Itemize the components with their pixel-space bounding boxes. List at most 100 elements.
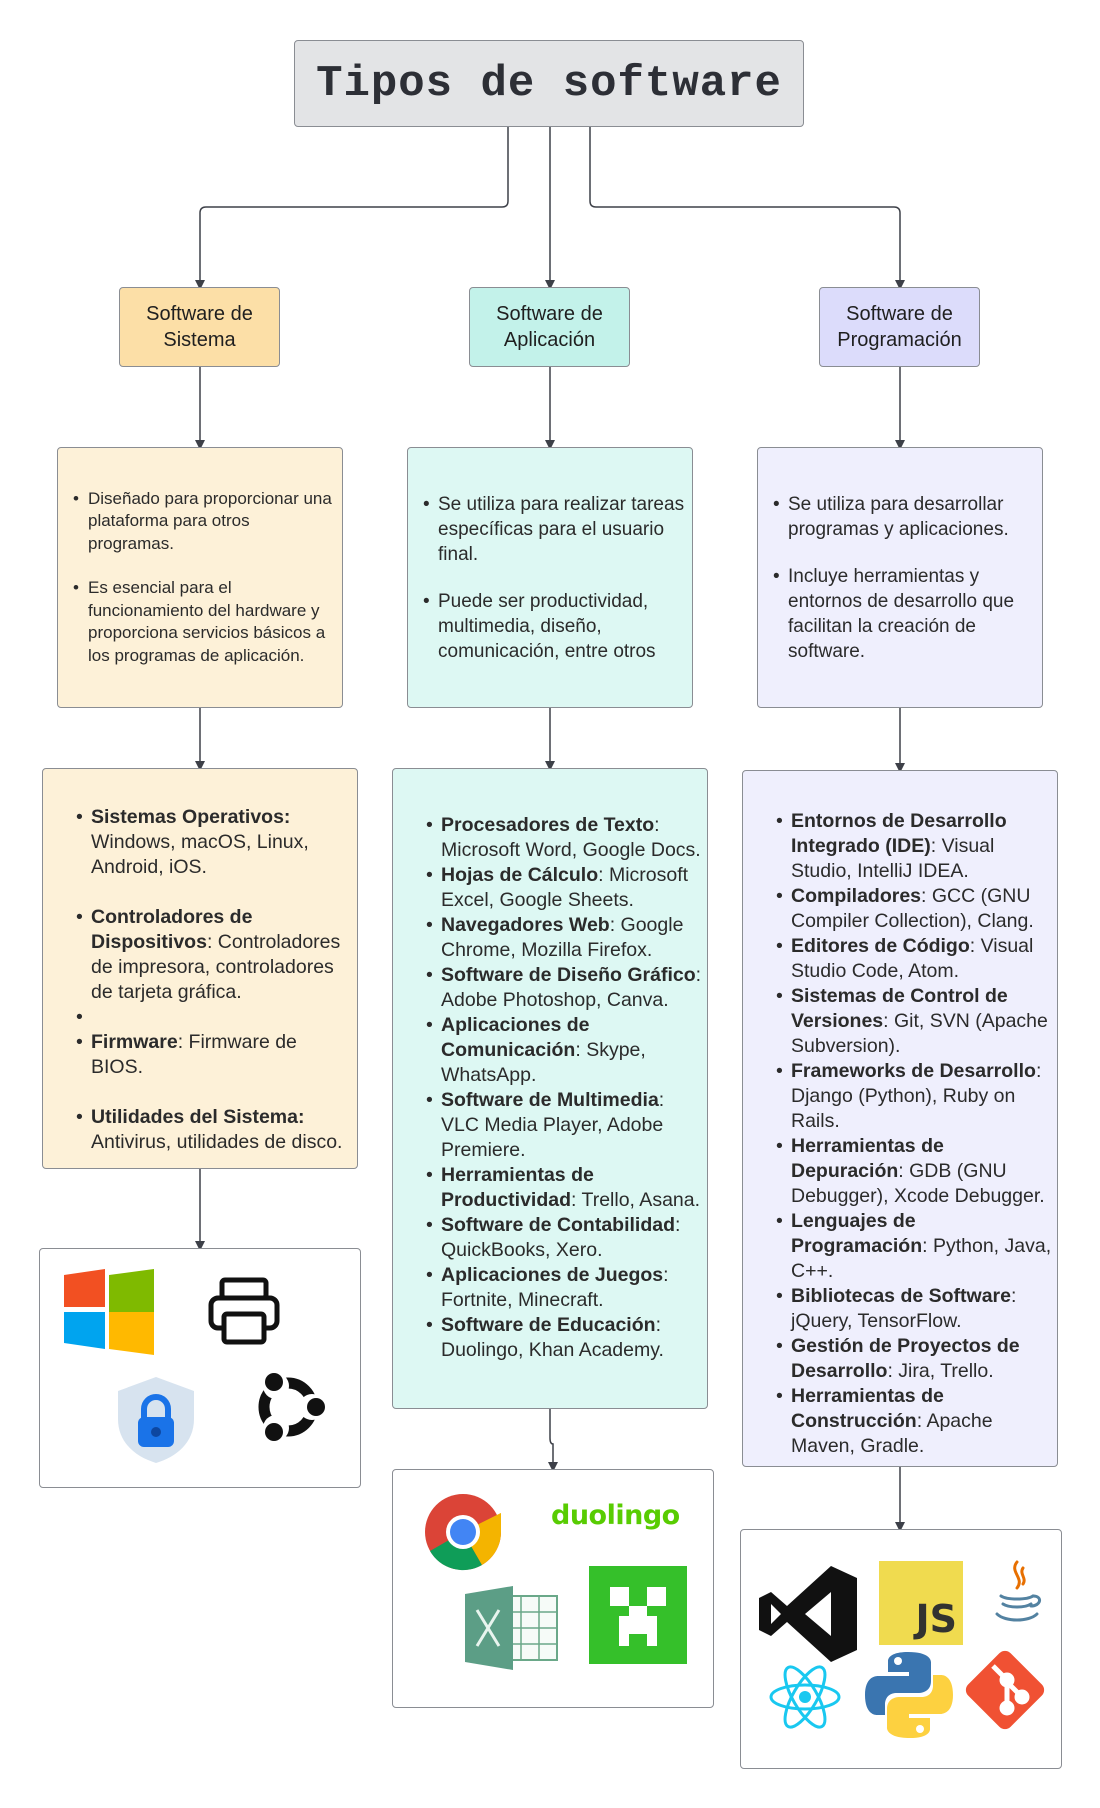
connector-app-list-to-logos bbox=[548, 1409, 558, 1472]
programming-description-item: Se utiliza para desarrollar programas y … bbox=[773, 492, 1042, 542]
connector-title-to-system bbox=[195, 127, 509, 290]
example-text: Windows, macOS, Linux, Android, iOS. bbox=[91, 831, 309, 878]
system-example-item-empty bbox=[76, 1005, 351, 1030]
programming-examples-panel: Entornos de Desarrollo Integrado (IDE): … bbox=[742, 770, 1058, 1467]
javascript-logo-text: JS bbox=[915, 1597, 957, 1641]
system-example-item: Firmware: Firmware de BIOS. bbox=[76, 1030, 351, 1080]
java-logo-icon bbox=[995, 1560, 1041, 1622]
application-description-item: Se utiliza para realizar tareas específi… bbox=[423, 492, 690, 567]
example-term: Utilidades del Sistema: bbox=[91, 1106, 305, 1128]
category-application-header: Software de Aplicación bbox=[469, 287, 630, 367]
programming-examples-list: Entornos de Desarrollo Integrado (IDE): … bbox=[769, 809, 1055, 1459]
minecraft-logo-icon bbox=[589, 1566, 687, 1664]
system-example-item: Sistemas Operativos: Windows, macOS, Lin… bbox=[76, 805, 351, 880]
example-term: Lenguajes de Programación bbox=[791, 1210, 923, 1257]
category-system-header: Software de Sistema bbox=[119, 287, 280, 367]
example-term: Editores de Código bbox=[791, 935, 970, 957]
application-example-item: Procesadores de Texto: Microsoft Word, G… bbox=[426, 813, 703, 863]
example-text: : Firmware de BIOS. bbox=[91, 1031, 297, 1078]
programming-description-list: Se utiliza para desarrollar programas y … bbox=[766, 492, 1042, 664]
category-programming-header: Software de Programación bbox=[819, 287, 980, 367]
example-text: : Microsoft Excel, Google Sheets. bbox=[441, 864, 689, 911]
javascript-logo-icon: JS bbox=[879, 1561, 963, 1645]
category-application-label: Software de Aplicación bbox=[496, 303, 603, 351]
application-example-item: Navegadores Web: Google Chrome, Mozilla … bbox=[426, 913, 703, 963]
example-term: Entornos de Desarrollo Integrado (IDE) bbox=[791, 810, 1007, 857]
application-description-panel: Se utiliza para realizar tareas específi… bbox=[407, 447, 693, 708]
system-examples-panel: Sistemas Operativos: Windows, macOS, Lin… bbox=[42, 768, 358, 1169]
ubuntu-logo-icon bbox=[258, 1373, 325, 1441]
system-description-panel: Diseñado para proporcionar una plataform… bbox=[57, 447, 343, 708]
example-text: : Microsoft Word, Google Docs. bbox=[441, 814, 701, 861]
system-description-item: Diseñado para proporcionar una plataform… bbox=[73, 488, 340, 556]
category-system-label: Software de Sistema bbox=[146, 303, 253, 351]
application-logos-panel: duolingo bbox=[392, 1469, 714, 1708]
programming-example-item: Sistemas de Control de Versiones: Git, S… bbox=[776, 984, 1055, 1059]
example-term: Aplicaciones de Juegos bbox=[441, 1264, 664, 1286]
application-examples-list: Procesadores de Texto: Microsoft Word, G… bbox=[419, 813, 703, 1363]
system-description-item: Es esencial para el funcionamiento del h… bbox=[73, 577, 340, 667]
programming-example-item: Herramientas de Depuración: GDB (GNU Deb… bbox=[776, 1134, 1055, 1209]
programming-example-item: Compiladores: GCC (GNU Compiler Collecti… bbox=[776, 884, 1055, 934]
programming-example-item: Herramientas de Construcción: Apache Mav… bbox=[776, 1384, 1055, 1459]
application-example-item: Hojas de Cálculo: Microsoft Excel, Googl… bbox=[426, 863, 703, 913]
programming-description-panel: Se utiliza para desarrollar programas y … bbox=[757, 447, 1043, 708]
windows-logo-icon bbox=[64, 1269, 154, 1355]
example-term: Herramientas de Productividad bbox=[441, 1164, 594, 1211]
example-text: : jQuery, TensorFlow. bbox=[791, 1285, 1017, 1332]
application-examples-panel: Procesadores de Texto: Microsoft Word, G… bbox=[392, 768, 708, 1409]
programming-description-item: Incluye herramientas y entornos de desar… bbox=[773, 564, 1042, 664]
category-programming-label: Software de Programación bbox=[837, 303, 962, 351]
diagram-title-box: Tipos de software bbox=[294, 40, 804, 127]
excel-logo-icon bbox=[465, 1586, 558, 1670]
diagram-title: Tipos de software bbox=[316, 58, 782, 109]
system-logos-panel bbox=[39, 1248, 361, 1488]
example-term: Hojas de Cálculo bbox=[441, 864, 599, 886]
example-term: Bibliotecas de Software bbox=[791, 1285, 1011, 1307]
example-text: : Skype, WhatsApp. bbox=[441, 1039, 646, 1086]
example-text: : Visual Studio Code, Atom. bbox=[791, 935, 1034, 982]
visual-studio-logo-icon bbox=[759, 1566, 857, 1662]
example-term: Procesadores de Texto bbox=[441, 814, 655, 836]
application-description-item: Puede ser productividad, multimedia, dis… bbox=[423, 589, 690, 664]
example-term: Aplicaciones de Comunicación bbox=[441, 1014, 590, 1061]
example-term: Sistemas Operativos: bbox=[91, 806, 291, 828]
example-text: : Controladores de impresora, controlado… bbox=[91, 931, 341, 1003]
security-shield-lock-icon bbox=[118, 1377, 194, 1463]
system-description-list: Diseñado para proporcionar una plataform… bbox=[66, 488, 340, 668]
example-term: Navegadores Web bbox=[441, 914, 610, 936]
system-example-item: Controladores de Dispositivos: Controlad… bbox=[76, 905, 351, 1005]
programming-example-item: Lenguajes de Programación: Python, Java,… bbox=[776, 1209, 1055, 1284]
example-text: : GCC (GNU Compiler Collection), Clang. bbox=[791, 885, 1034, 932]
application-example-item: Software de Contabilidad: QuickBooks, Xe… bbox=[426, 1213, 703, 1263]
example-text: : Apache Maven, Gradle. bbox=[791, 1410, 993, 1457]
example-text: : Jira, Trello. bbox=[887, 1360, 994, 1382]
example-term: Sistemas de Control de Versiones bbox=[791, 985, 1008, 1032]
example-text: : VLC Media Player, Adobe Premiere. bbox=[441, 1089, 665, 1161]
printer-icon bbox=[208, 1277, 280, 1345]
programming-example-item: Frameworks de Desarrollo: Django (Python… bbox=[776, 1059, 1055, 1134]
example-term: Software de Diseño Gráfico bbox=[441, 964, 696, 986]
example-term: Firmware bbox=[91, 1031, 178, 1053]
application-example-item: Aplicaciones de Comunicación: Skype, Wha… bbox=[426, 1013, 703, 1088]
duolingo-logo-icon: duolingo bbox=[551, 1500, 680, 1540]
python-logo-icon bbox=[865, 1652, 953, 1738]
example-text: : Visual Studio, IntelliJ IDEA. bbox=[791, 835, 995, 882]
application-example-item: Herramientas de Productividad: Trello, A… bbox=[426, 1163, 703, 1213]
example-term: Software de Educación bbox=[441, 1314, 656, 1336]
example-term: Herramientas de Construcción bbox=[791, 1385, 944, 1432]
example-text: : Adobe Photoshop, Canva. bbox=[441, 964, 702, 1011]
example-term: Herramientas de Depuración bbox=[791, 1135, 944, 1182]
example-term: Software de Multimedia bbox=[441, 1089, 659, 1111]
example-text: : QuickBooks, Xero. bbox=[441, 1214, 681, 1261]
programming-example-item: Bibliotecas de Software: jQuery, TensorF… bbox=[776, 1284, 1055, 1334]
application-description-list: Se utiliza para realizar tareas específi… bbox=[416, 492, 690, 664]
application-example-item: Software de Multimedia: VLC Media Player… bbox=[426, 1088, 703, 1163]
example-term: Controladores de Dispositivos bbox=[91, 906, 253, 953]
example-text: : Google Chrome, Mozilla Firefox. bbox=[441, 914, 684, 961]
application-example-item: Software de Educación: Duolingo, Khan Ac… bbox=[426, 1313, 703, 1363]
programming-example-item: Gestión de Proyectos de Desarrollo: Jira… bbox=[776, 1334, 1055, 1384]
example-term: Gestión de Proyectos de Desarrollo bbox=[791, 1335, 1020, 1382]
react-logo-icon bbox=[769, 1665, 841, 1729]
